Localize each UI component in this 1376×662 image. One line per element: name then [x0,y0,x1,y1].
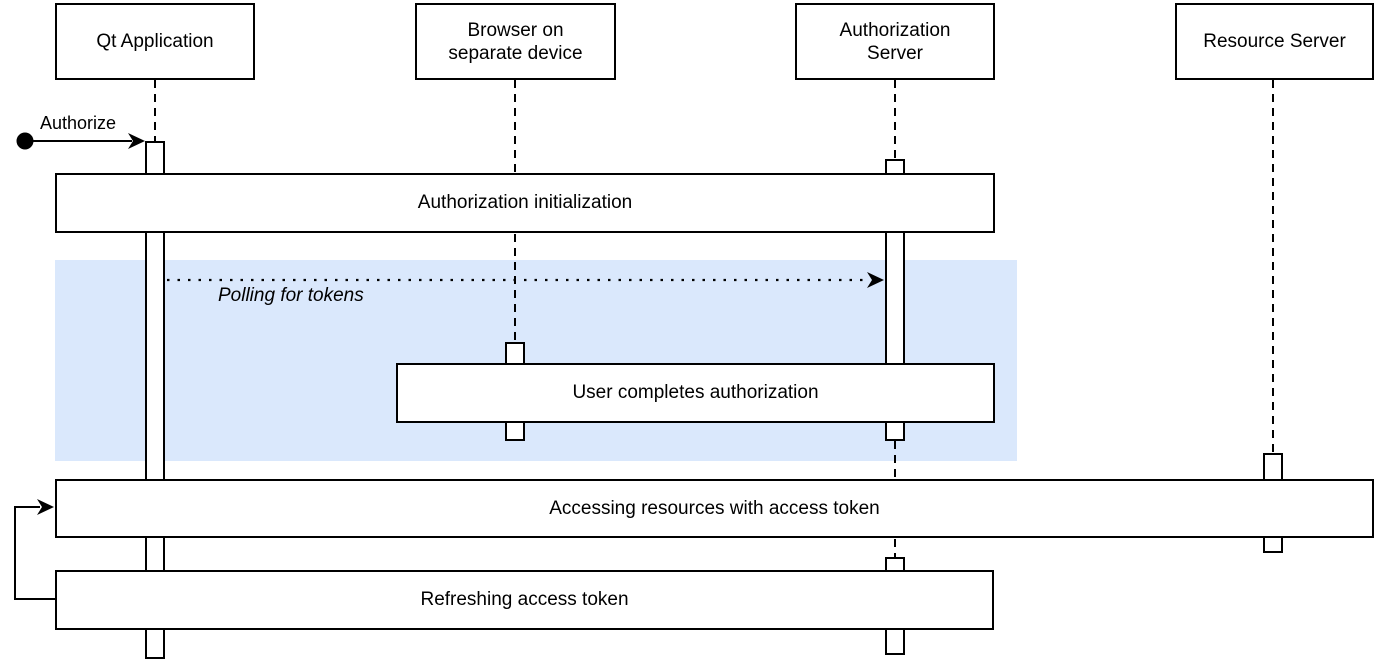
event-label: Refreshing access token [420,589,629,610]
event-label: Authorization initialization [417,192,633,213]
authorize-arrowhead-icon [128,133,145,149]
refresh-loop-arrowhead-icon [37,499,54,515]
polling-fragment-background [55,260,1017,461]
actor-label: Browser on separate device [448,19,583,64]
event-label: Accessing resources with access token [549,497,880,519]
actor-qt-application: Qt Application [55,3,255,80]
lifeline-authorization-server-upper [894,80,896,159]
actor-browser-separate-device: Browser on separate device [415,3,616,80]
event-authorization-initialization: Authorization initialization [55,173,995,233]
actor-authorization-server: Authorization Server [795,3,995,80]
event-refreshing-access-token: Refreshing access token [55,570,994,630]
event-accessing-resources: Accessing resources with access token [55,479,1374,538]
lifeline-resource-server [1272,80,1274,453]
refresh-loop-line [14,506,55,600]
authorize-message-label: Authorize [40,113,117,133]
lifeline-qt-application [154,80,156,141]
actor-label: Resource Server [1203,31,1346,52]
found-message-circle [16,132,34,150]
actor-label: Qt Application [96,31,214,52]
actor-label: Authorization Server [839,19,951,64]
event-label: User completes authorization [572,382,819,403]
event-user-completes-authorization: User completes authorization [396,363,995,423]
actor-resource-server: Resource Server [1175,3,1374,80]
polling-message-label: Polling for tokens [218,285,364,306]
